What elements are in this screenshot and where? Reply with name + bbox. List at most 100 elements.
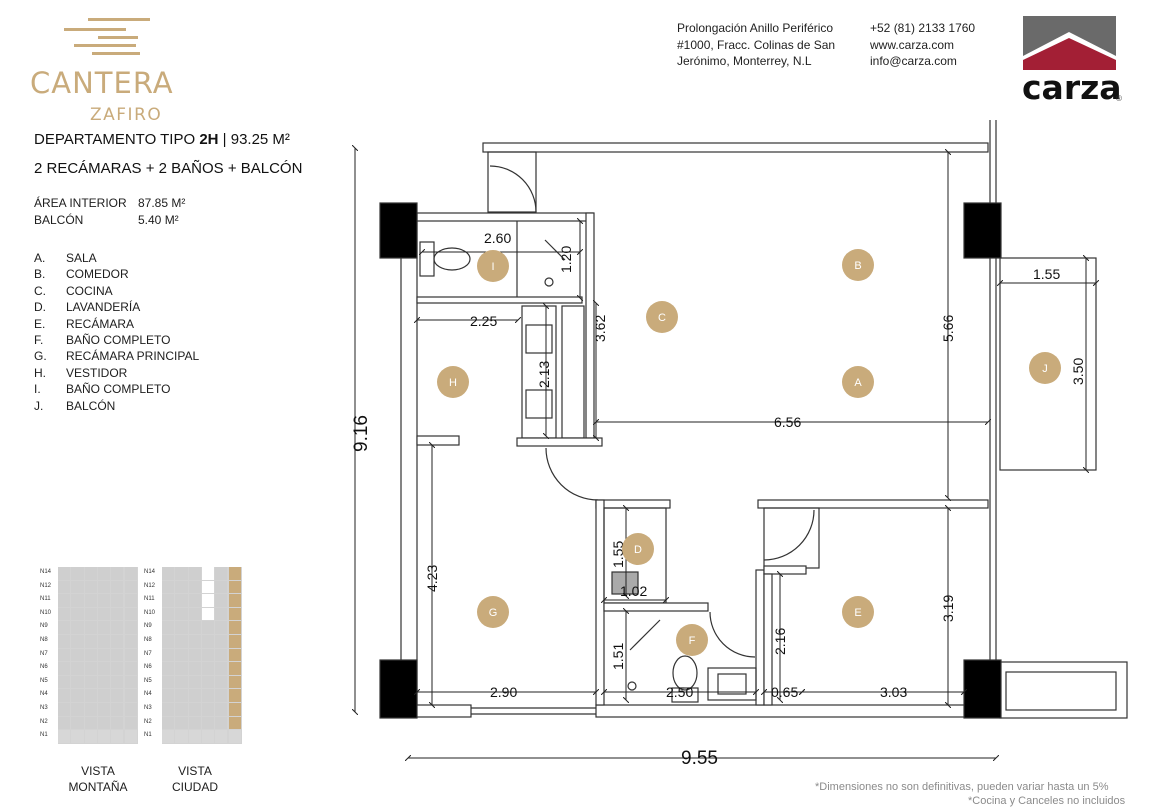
unit-subtitle: 2 RECÁMARAS + 2 BAÑOS + BALCÓN: [34, 160, 303, 177]
floor-unit-cell: [201, 621, 215, 634]
balcony-bottom: [999, 661, 1128, 719]
floor-unit-cell: [58, 703, 71, 716]
legend-key: G.: [34, 349, 47, 364]
floor-unit-cell: [201, 580, 215, 594]
company-name: carza: [1022, 68, 1122, 107]
floor-unit-cell: [84, 621, 97, 634]
legend-key: B.: [34, 267, 46, 282]
legend-name: COMEDOR: [66, 267, 129, 282]
toilet-tank: [671, 687, 699, 703]
floor-unit-cell: [228, 607, 241, 621]
floor-unit-cell: [111, 689, 124, 702]
floor-unit-cell: [175, 703, 188, 716]
floor-unit-cell: [228, 580, 241, 594]
legend-name: RECÁMARA PRINCIPAL: [66, 349, 200, 364]
floor-unit-cell: [201, 567, 215, 580]
unit-title-prefix: DEPARTAMENTO TIPO: [34, 131, 200, 148]
bed-e-partition: [763, 573, 773, 706]
floor-unit-cell: [215, 675, 228, 689]
development-subname: ZAFIRO: [90, 105, 163, 125]
dim-label: 2.50: [666, 684, 693, 700]
floor-unit-cell: [188, 580, 201, 594]
floor-unit-cell: [71, 716, 84, 730]
floor-unit-cell: [188, 567, 201, 580]
floor-unit-cell: [124, 648, 137, 662]
room-marker-g: G: [477, 596, 509, 628]
floor-unit-cell: [215, 567, 228, 580]
legend-item: E.RECÁMARA: [34, 316, 199, 332]
floor-unit-cell: [175, 567, 188, 580]
room-marker-e: E: [842, 596, 874, 628]
view-label-line: CIUDAD: [171, 780, 218, 794]
floor-unit-cell: [124, 594, 137, 607]
legend-item: I.BAÑO COMPLETO: [34, 381, 199, 397]
floor-unit-cell: [188, 635, 201, 648]
floor-label: N1: [144, 732, 152, 739]
legend-name: COCINA: [66, 283, 113, 298]
bath-i-wall: [416, 212, 594, 222]
floor-unit-cell: [84, 594, 97, 607]
floor-unit-cell: [97, 716, 111, 730]
footnote-dimensions: *Dimensiones no son definitivas, pueden …: [815, 781, 1109, 793]
floor-unit-cell: [124, 607, 137, 621]
legend-name: BAÑO COMPLETO: [66, 333, 171, 348]
room-letter: E: [854, 607, 861, 619]
floor-unit-cell: [162, 689, 175, 702]
room-marker-j: J: [1029, 352, 1061, 384]
vanity-basin: [717, 673, 747, 695]
address-line: Jerónimo, Monterrey, N.L: [677, 54, 812, 68]
floor-unit-cell: [201, 716, 215, 730]
shower-door: [629, 619, 661, 651]
floor-unit-cell: [124, 703, 137, 716]
floor-unit-cell: [124, 689, 137, 702]
floor-unit-cell: [228, 675, 241, 689]
floor-unit-cell: [162, 621, 175, 634]
floor-unit-cell: [111, 648, 124, 662]
floor-unit-cell: [188, 594, 201, 607]
room-letter: G: [489, 607, 498, 619]
floor-label: N3: [40, 705, 48, 711]
entry-door-swing: [489, 165, 537, 213]
toilet-tank: [419, 241, 435, 277]
floor-label: N12: [144, 582, 156, 589]
floor-unit-cell: [111, 607, 124, 621]
floor-unit-cell: [111, 580, 124, 594]
floor-label: N6: [144, 664, 152, 671]
floor-unit-cell: [124, 567, 137, 580]
floor-unit-cell: [58, 607, 71, 621]
floor-unit-cell: [58, 635, 71, 648]
room-letter: D: [634, 544, 642, 556]
dim-label: 2.60: [484, 230, 511, 246]
floor-unit-cell: [162, 675, 175, 689]
floor-unit-cell: [215, 730, 228, 743]
dim-label: 2.90: [490, 684, 517, 700]
floor-unit-cell: [162, 607, 175, 621]
dim-label: 5.66: [940, 315, 956, 342]
floor-unit-cell: [228, 621, 241, 634]
legend-item: D.LAVANDERÍA: [34, 299, 199, 315]
floor-unit-cell: [228, 730, 241, 743]
door-swing: [545, 447, 599, 501]
area-label: BALCÓN: [34, 212, 84, 227]
sink: [525, 389, 553, 419]
floor-unit-cell: [58, 716, 71, 730]
wall-bottom-right: [595, 704, 967, 718]
bed-e-wall: [757, 499, 989, 509]
dim-label: 2.16: [772, 628, 788, 655]
area-value: 87.85 M²: [138, 196, 186, 210]
floor-unit-cell: [124, 675, 137, 689]
floor-unit-cell: [71, 648, 84, 662]
floor-unit-cell: [71, 689, 84, 702]
floor-unit-cell: [58, 580, 71, 594]
floor-unit-cell: [175, 730, 188, 743]
door-swing: [709, 611, 756, 658]
floor-unit-cell: [215, 703, 228, 716]
floor-unit-cell: [58, 567, 71, 580]
floor-unit-cell: [162, 594, 175, 607]
floor-unit-cell: [71, 567, 84, 580]
floor-label: N10: [144, 609, 156, 616]
room-letter: A: [854, 377, 862, 389]
floor-label: N9: [144, 623, 152, 630]
